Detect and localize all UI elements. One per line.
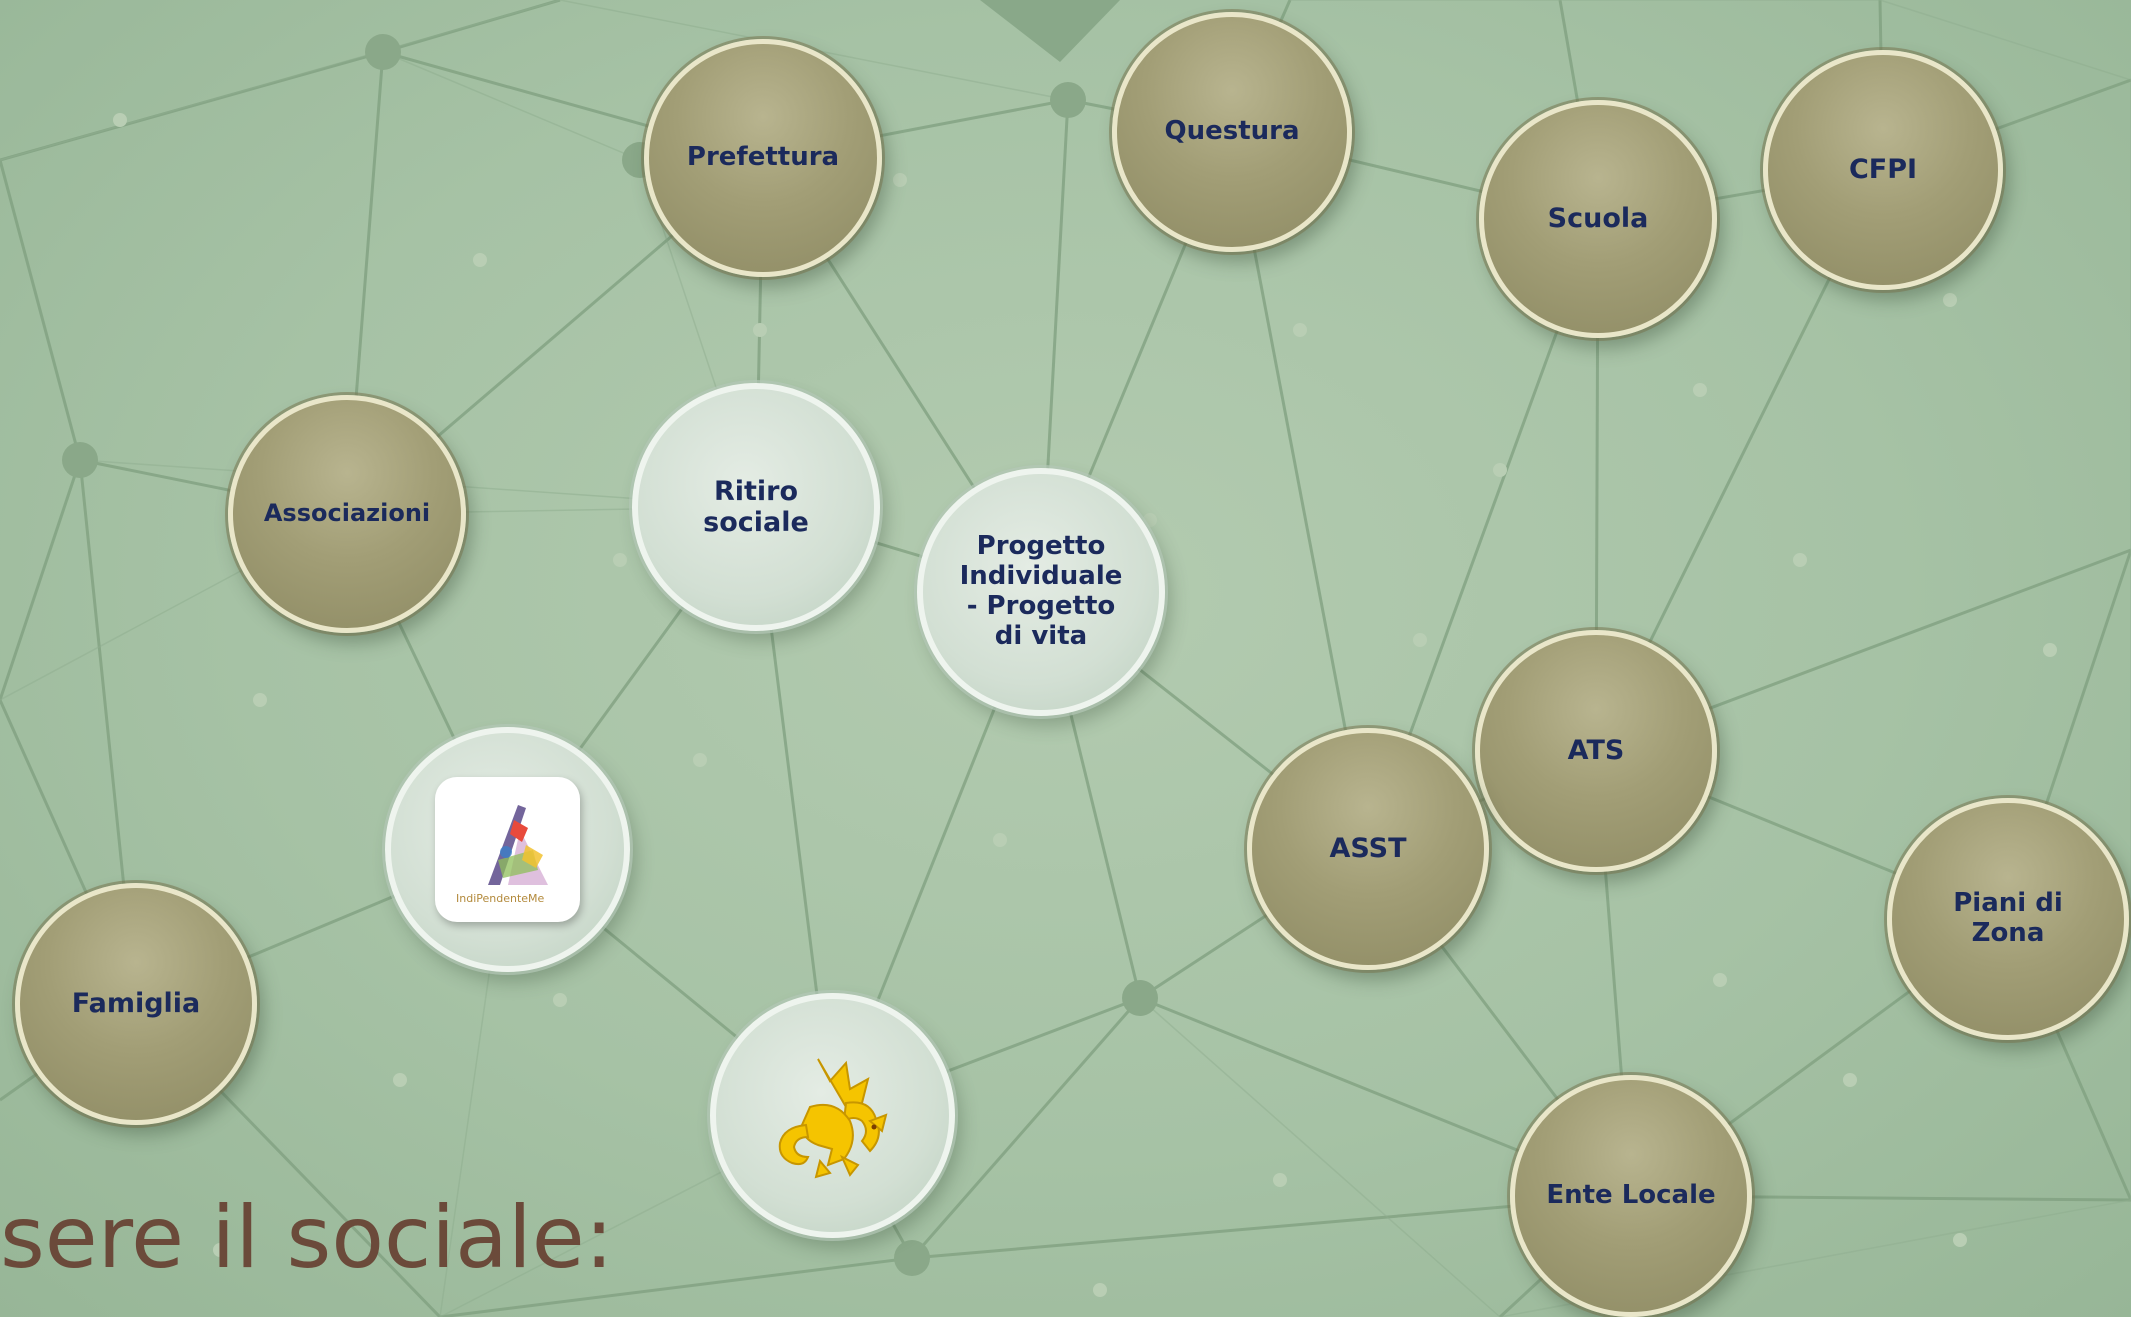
node-prefettura-label: Prefettura xyxy=(686,142,840,173)
indipendenteme-logo-text: IndiPendenteMe xyxy=(456,892,545,905)
network-junction xyxy=(62,442,98,478)
node-indipendenteme-logo[interactable]: IndiPendenteMe xyxy=(385,727,630,972)
background-dot xyxy=(1843,1073,1857,1087)
network-line xyxy=(382,51,641,161)
background-dot xyxy=(753,323,767,337)
background-dot xyxy=(1943,293,1957,307)
network-junction xyxy=(894,1240,930,1276)
background-dot xyxy=(113,113,127,127)
node-prefettura[interactable]: Prefettura xyxy=(644,39,882,277)
background-dot xyxy=(393,1073,407,1087)
background-dot xyxy=(1953,1233,1967,1247)
indipendenteme-logo-tile: IndiPendenteMe xyxy=(435,777,580,922)
background-dot xyxy=(993,833,1007,847)
background-dot xyxy=(1413,633,1427,647)
background-dot xyxy=(1143,513,1157,527)
node-questura[interactable]: Questura xyxy=(1112,12,1352,252)
network-junction xyxy=(1050,82,1086,118)
node-cfpi-label: CFPI xyxy=(1848,154,1918,186)
node-piani-di-zona-label: Piani di Zona xyxy=(1953,888,2063,948)
background-dot xyxy=(2043,643,2057,657)
background-dot xyxy=(1493,463,1507,477)
network-line xyxy=(0,0,561,161)
node-ente-locale[interactable]: Ente Locale xyxy=(1510,1075,1752,1317)
node-ats[interactable]: ATS xyxy=(1475,630,1717,872)
network-line xyxy=(910,997,1142,1259)
background-dot xyxy=(613,553,627,567)
network-line xyxy=(1879,0,2131,81)
node-famiglia[interactable]: Famiglia xyxy=(15,883,257,1125)
node-ritiro-sociale[interactable]: Ritiro sociale xyxy=(632,383,880,631)
node-famiglia-label: Famiglia xyxy=(71,988,201,1020)
node-associazioni[interactable]: Associazioni xyxy=(228,395,466,633)
background-dot xyxy=(1273,1173,1287,1187)
footer-text: sere il sociale: xyxy=(0,1188,614,1288)
background-dot xyxy=(213,1243,227,1257)
node-scuola-label: Scuola xyxy=(1547,203,1649,235)
dragon-icon xyxy=(778,1057,887,1178)
node-questura-label: Questura xyxy=(1164,116,1300,147)
node-piani-di-zona[interactable]: Piani di Zona xyxy=(1887,798,2129,1040)
node-cfpi[interactable]: CFPI xyxy=(1763,50,2003,290)
indipendenteme-logo-icon: IndiPendenteMe xyxy=(456,804,548,905)
network-line xyxy=(1139,997,1501,1317)
top-triangle-shape xyxy=(980,0,1120,62)
node-asst-label: ASST xyxy=(1329,833,1407,865)
network-line xyxy=(0,459,82,701)
node-asst[interactable]: ASST xyxy=(1247,728,1489,970)
node-progetto-individuale[interactable]: Progetto Individuale - Progetto di vita xyxy=(917,468,1165,716)
background-dot xyxy=(893,173,907,187)
background-dot xyxy=(553,993,567,1007)
network-line xyxy=(439,1256,913,1317)
node-ritiro-sociale-label: Ritiro sociale xyxy=(703,475,809,538)
network-junction xyxy=(1122,980,1158,1016)
background-dot xyxy=(1713,973,1727,987)
node-scuola[interactable]: Scuola xyxy=(1479,100,1717,338)
node-dragon-logo[interactable] xyxy=(710,993,955,1238)
background-dot xyxy=(1793,553,1807,567)
network-line xyxy=(0,159,82,461)
background-dot xyxy=(1293,323,1307,337)
node-associazioni-label: Associazioni xyxy=(263,499,431,528)
background-dot xyxy=(473,253,487,267)
background-dot xyxy=(253,693,267,707)
background-dot xyxy=(1693,383,1707,397)
node-ente-locale-label: Ente Locale xyxy=(1546,1180,1716,1211)
background-dot xyxy=(1093,1283,1107,1297)
background-dot xyxy=(693,753,707,767)
node-ats-label: ATS xyxy=(1567,735,1625,767)
network-junction xyxy=(365,34,401,70)
node-progetto-individuale-label: Progetto Individuale - Progetto di vita xyxy=(959,531,1123,651)
